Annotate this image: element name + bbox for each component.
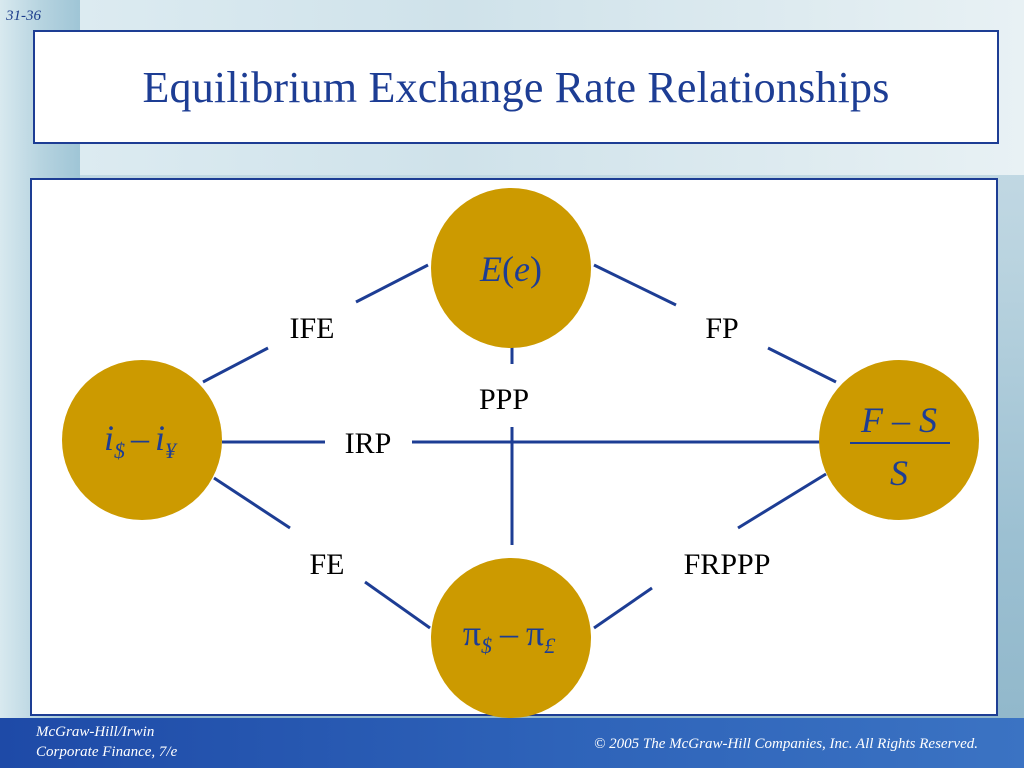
slide-title: Equilibrium Exchange Rate Relationships bbox=[142, 62, 890, 112]
node-left-label: i$–i¥ bbox=[104, 418, 178, 463]
connector-lines bbox=[202, 263, 837, 630]
line-fp-upper bbox=[593, 263, 677, 307]
footer-publisher: McGraw-Hill/Irwin bbox=[36, 724, 155, 740]
node-left-circle bbox=[62, 360, 222, 520]
label-ppp: PPP bbox=[479, 383, 529, 416]
footer-bar: McGraw-Hill/Irwin Corporate Finance, 7/e… bbox=[0, 718, 1024, 768]
footer-publisher-block: McGraw-Hill/Irwin Corporate Finance, 7/e bbox=[36, 722, 177, 762]
line-ife-lower bbox=[202, 346, 269, 384]
node-right-denominator: S bbox=[890, 453, 908, 493]
line-fe-upper bbox=[213, 476, 291, 530]
label-ife: IFE bbox=[290, 312, 335, 345]
node-right-numerator: F – S bbox=[860, 400, 937, 440]
line-frppp-lower bbox=[593, 586, 653, 630]
node-right-circle bbox=[819, 360, 979, 520]
footer-copyright: © 2005 The McGraw-Hill Companies, Inc. A… bbox=[594, 736, 978, 752]
label-fp: FP bbox=[705, 312, 738, 345]
label-frppp: FRPPP bbox=[684, 548, 771, 581]
line-fe-lower bbox=[364, 580, 431, 630]
line-fp-lower bbox=[767, 346, 837, 384]
label-fe: FE bbox=[309, 548, 344, 581]
footer-book: Corporate Finance, 7/e bbox=[36, 744, 178, 760]
node-top-label: E(e) bbox=[479, 249, 542, 289]
line-frppp-upper bbox=[737, 472, 827, 530]
slide-number: 31-36 bbox=[6, 8, 41, 24]
title-box: Equilibrium Exchange Rate Relationships bbox=[33, 30, 999, 144]
node-top-circle bbox=[431, 188, 591, 348]
label-irp: IRP bbox=[345, 427, 392, 460]
node-bottom-circle bbox=[431, 558, 591, 718]
line-ife-upper bbox=[355, 263, 429, 304]
node-bottom-label: π$–π£ bbox=[463, 613, 556, 658]
